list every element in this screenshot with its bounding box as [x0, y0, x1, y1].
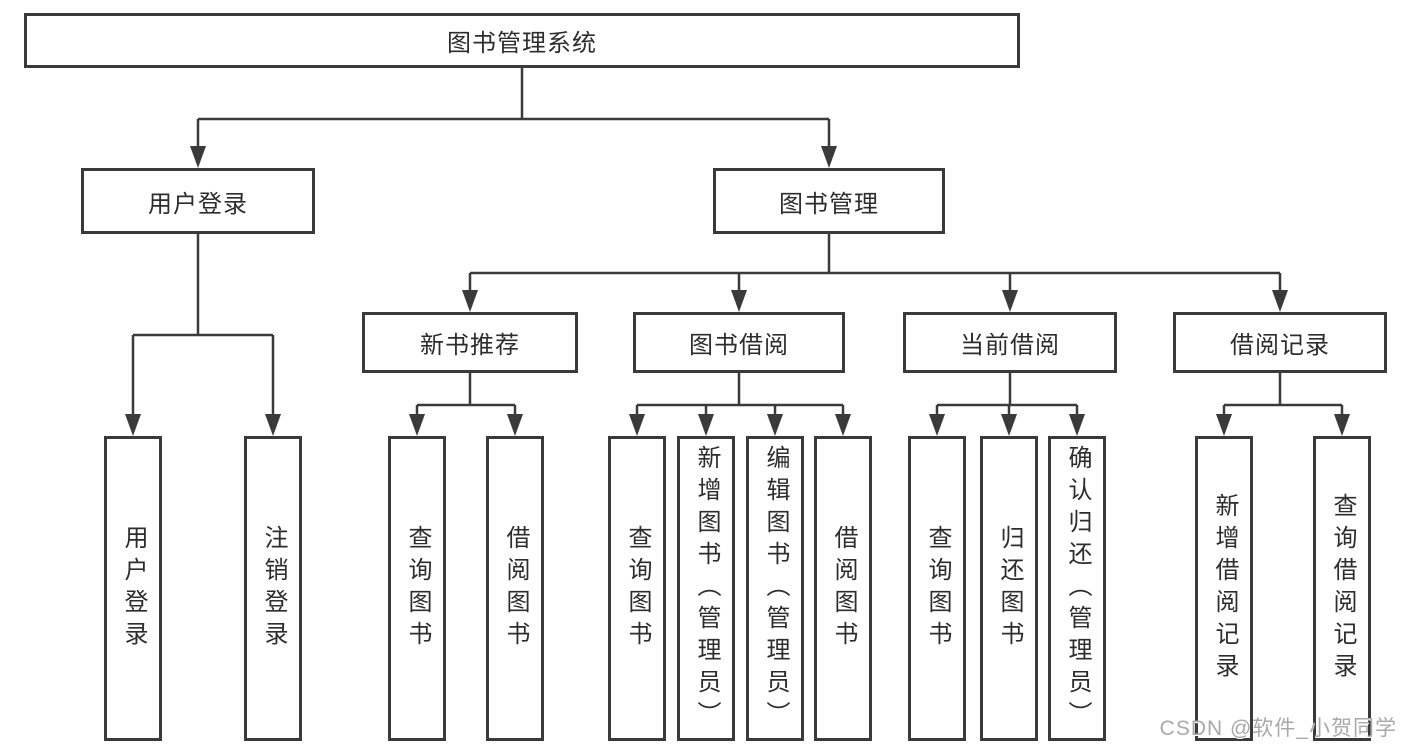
leaf-borrow-add-books-admin: 新增图书（管理员）	[677, 436, 735, 741]
leaf-borrow-edit-books-admin: 编辑图书（管理员）	[746, 436, 804, 741]
leaf-current-confirm-return-admin: 确认归还（管理员）	[1048, 436, 1106, 741]
node-label: 用户登录	[148, 190, 248, 218]
leaf-borrow-borrow-books: 借阅图书	[814, 436, 872, 741]
leaf-records-add-borrow-record: 新增借阅记录	[1195, 436, 1253, 741]
node-user-login: 用户登录	[81, 168, 315, 234]
node-label: 图书管理系统	[447, 30, 597, 57]
node-label: 新增图书（管理员）	[693, 444, 720, 733]
leaf-rec-query-books: 查询图书	[388, 436, 446, 741]
csdn-watermark: CSDN @软件_小贺同学	[1159, 717, 1397, 740]
node-label: 查询图书	[924, 524, 951, 653]
node-book-management: 图书管理	[713, 168, 945, 234]
leaf-current-return-books: 归还图书	[980, 436, 1038, 741]
leaf-records-query-borrow-record: 查询借阅记录	[1313, 436, 1371, 741]
node-new-book-recommendation: 新书推荐	[362, 312, 578, 373]
node-label: 归还图书	[996, 524, 1023, 653]
node-label: 图书借阅	[689, 332, 789, 359]
leaf-logout-login: 注销登录	[244, 436, 302, 741]
node-label: 注销登录	[260, 524, 287, 653]
node-label: 借阅记录	[1230, 332, 1330, 359]
arrowhead-icons	[125, 146, 1350, 436]
leaf-user-login: 用户登录	[104, 436, 162, 741]
node-label: 图书管理	[779, 190, 879, 218]
node-book-borrowing: 图书借阅	[633, 312, 845, 373]
leaf-rec-borrow-books: 借阅图书	[486, 436, 544, 741]
node-library-management-system: 图书管理系统	[24, 13, 1020, 68]
node-label: 借阅图书	[830, 524, 857, 653]
node-label: 编辑图书（管理员）	[762, 444, 789, 733]
node-label: 新书推荐	[420, 332, 520, 359]
node-label: 查询图书	[624, 524, 651, 653]
node-borrowing-records: 借阅记录	[1173, 312, 1387, 373]
node-label: 用户登录	[120, 524, 147, 653]
node-label: 借阅图书	[502, 524, 529, 653]
node-label: 新增借阅记录	[1211, 492, 1238, 685]
node-label: 查询借阅记录	[1329, 492, 1356, 685]
node-label: 查询图书	[404, 524, 431, 653]
node-label: 确认归还（管理员）	[1064, 444, 1091, 733]
leaf-current-query-books: 查询图书	[908, 436, 966, 741]
node-current-borrowing: 当前借阅	[903, 312, 1117, 373]
leaf-borrow-query-books: 查询图书	[608, 436, 666, 741]
node-label: 当前借阅	[960, 332, 1060, 359]
